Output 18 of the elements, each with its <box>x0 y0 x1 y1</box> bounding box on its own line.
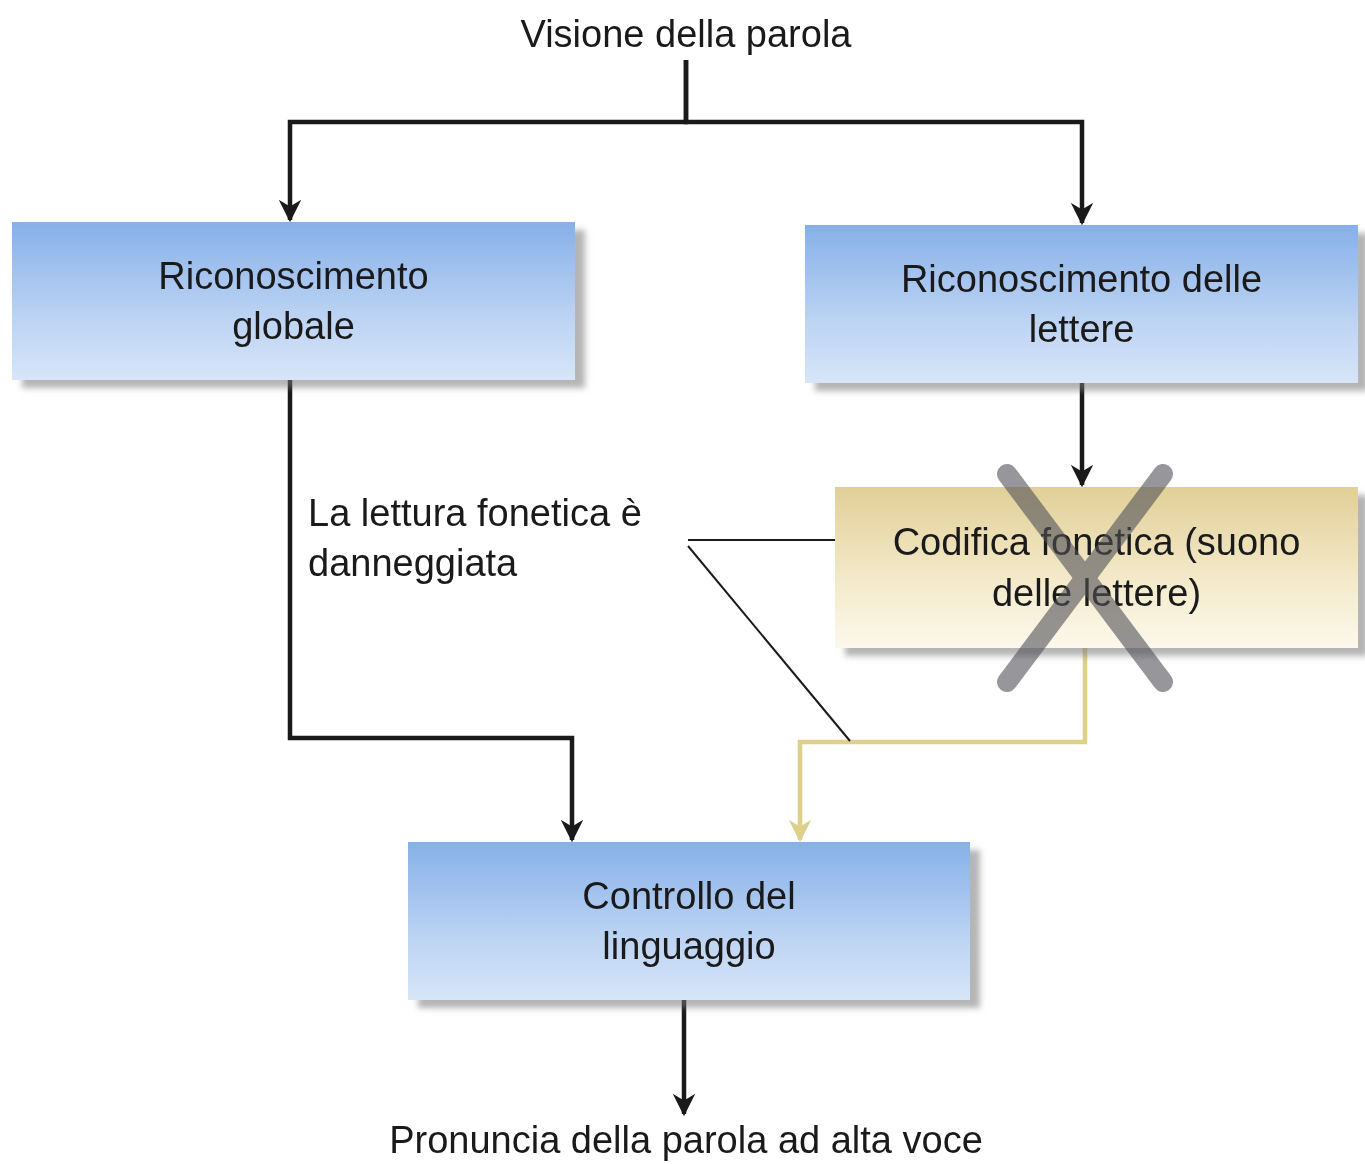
box-label: Controllo del linguaggio <box>581 873 797 969</box>
output-label: Pronuncia della parola ad alta voce <box>389 1117 983 1163</box>
box-label: Riconoscimento globale <box>157 253 430 349</box>
box-label: Riconoscimento delle lettere <box>899 256 1264 352</box>
arrow <box>287 380 584 843</box>
box-label: Codifica fonetica (suono delle lettere) <box>891 520 1302 616</box>
process-box <box>12 222 575 380</box>
arrow <box>672 1000 696 1117</box>
leader-line <box>687 545 851 742</box>
arrow <box>683 60 1094 226</box>
process-box <box>835 487 1358 648</box>
process-box <box>805 225 1358 383</box>
annotation-text: La lettura fonetica è danneggiata <box>308 490 643 586</box>
arrow <box>1070 383 1094 488</box>
leader-line <box>687 539 836 541</box>
input-label: Visione della parola <box>520 11 852 57</box>
process-box <box>408 842 970 1000</box>
arrow <box>788 648 1088 843</box>
